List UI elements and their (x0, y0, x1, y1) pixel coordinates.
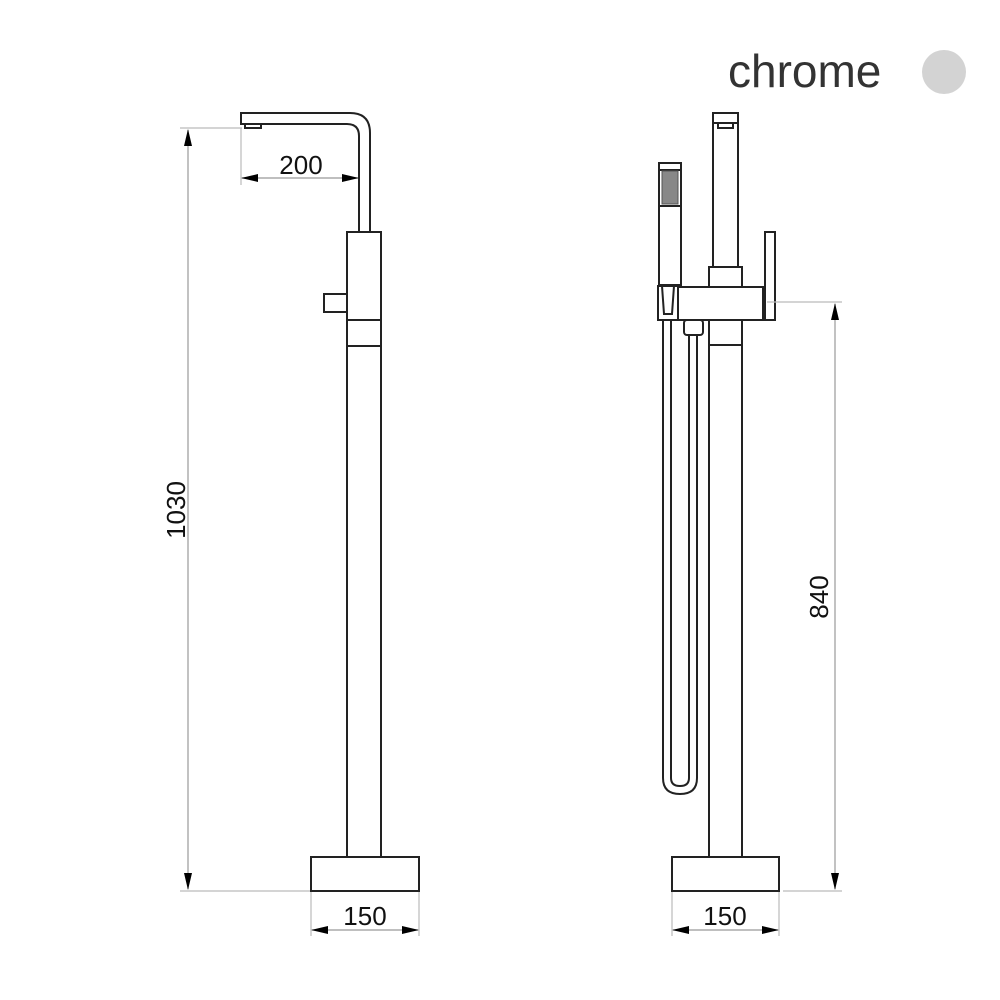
hand-shower (657, 162, 682, 321)
left-view: 1030 200 150 (161, 112, 420, 936)
reach-dim-label: 200 (279, 150, 322, 180)
spout-aerator (717, 122, 734, 129)
spout-column (712, 112, 739, 268)
hose (662, 320, 698, 796)
right-base-dimension: 150 (671, 892, 780, 936)
base (310, 856, 420, 892)
hose-nut (683, 319, 704, 336)
base (671, 856, 780, 892)
lever-handle (764, 231, 776, 321)
collar (708, 266, 743, 288)
left-base-dim-label: 150 (343, 901, 386, 931)
handle-knob (323, 293, 348, 313)
column-band (346, 319, 382, 347)
right-base-dim-label: 150 (703, 901, 746, 931)
height-dimension: 1030 (161, 127, 310, 892)
column (708, 319, 743, 858)
mixer-body (346, 231, 382, 321)
handle-height-dim-label: 840 (804, 575, 834, 618)
finish-label: chrome (728, 45, 882, 97)
mixer-body (676, 286, 764, 321)
left-base-dimension: 150 (310, 892, 420, 936)
right-view: 840 150 (657, 112, 842, 936)
column (346, 345, 382, 858)
height-dim-label: 1030 (161, 481, 191, 539)
handle-height-dimension: 840 (767, 301, 842, 892)
finish-swatch (922, 50, 966, 94)
reach-dimension: 200 (240, 128, 359, 185)
spout-aerator (244, 123, 262, 129)
